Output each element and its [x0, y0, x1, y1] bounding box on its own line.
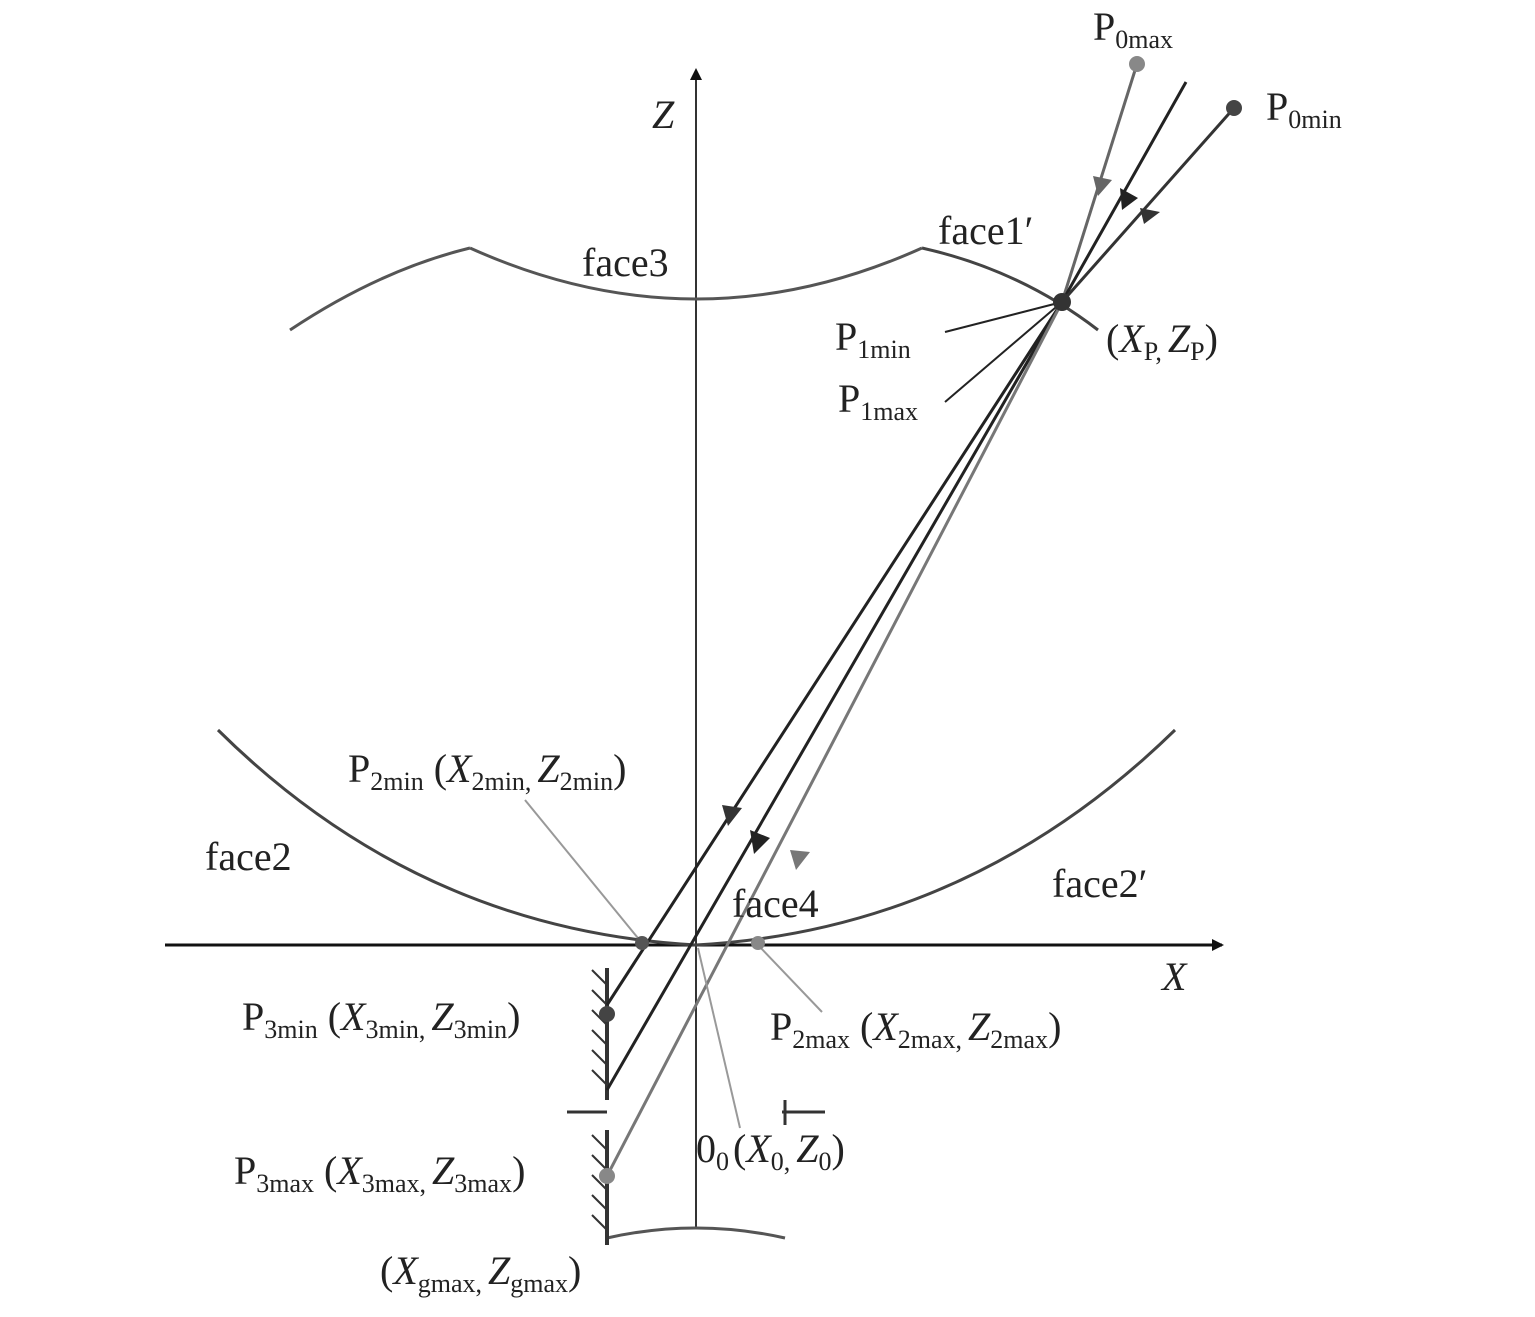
p0max-label: P0max: [1093, 4, 1173, 54]
p1max-label: P1max: [838, 376, 918, 426]
face4-label: face4: [732, 881, 819, 926]
face3-left-curve: [289, 246, 471, 332]
ray-to-p2max: [605, 301, 1064, 1177]
ray-arrow-1: [1093, 176, 1112, 196]
ray-p1max-left: [944, 301, 1063, 403]
face2-curve: [216, 728, 1177, 947]
p1min-label: P1min: [835, 314, 911, 364]
detector-plane: [567, 968, 825, 1245]
p2max-dot: [751, 936, 765, 950]
leader-o0: [697, 947, 741, 1129]
ray-middle: [605, 301, 1064, 1091]
p0min-label: P0min: [1266, 84, 1342, 134]
bottom-surface: [606, 1226, 786, 1240]
face3-label: face3: [582, 240, 669, 285]
p0max-dot: [1129, 56, 1145, 72]
leader-p2max: [757, 944, 823, 1013]
xp-dot: [1053, 293, 1071, 311]
leader-p2min: [524, 799, 643, 944]
p2min-dot: [635, 936, 649, 950]
ray-arrow-5: [750, 830, 770, 854]
ray-p1min-left: [944, 301, 1063, 333]
ray-arrow-6: [790, 850, 810, 870]
ray-p0min-in: [1060, 107, 1236, 303]
face1-label: face1′: [938, 208, 1033, 253]
face2-label: face2: [205, 834, 292, 879]
p2max-label: P2max(X2max,Z2max): [770, 1004, 1061, 1054]
ray-to-p2min: [605, 301, 1064, 1006]
p3min-label: P3min(X3min,Z3min): [242, 994, 520, 1044]
z-axis-label: Z: [652, 92, 675, 137]
ray-arrow-3: [1140, 208, 1160, 224]
xp-label: (XP,ZP): [1106, 316, 1218, 366]
x-axis-label: X: [1160, 954, 1188, 999]
p3max-dot: [599, 1168, 615, 1184]
ray-arrow-2: [1120, 188, 1138, 210]
p3min-dot: [599, 1006, 615, 1022]
xg-label: (Xgmax,Zgmax): [380, 1248, 581, 1298]
o0-label: 00(X0,Z0): [696, 1126, 845, 1176]
p0min-dot: [1226, 100, 1242, 116]
ray-arrow-4: [722, 805, 742, 826]
face2p-label: face2′: [1052, 861, 1147, 906]
p2min-label: P2min(X2min,Z2min): [348, 746, 626, 796]
p3max-label: P3max(X3max,Z3max): [234, 1148, 525, 1198]
face1-curve: [921, 246, 1099, 332]
face3-curve: [469, 246, 923, 301]
